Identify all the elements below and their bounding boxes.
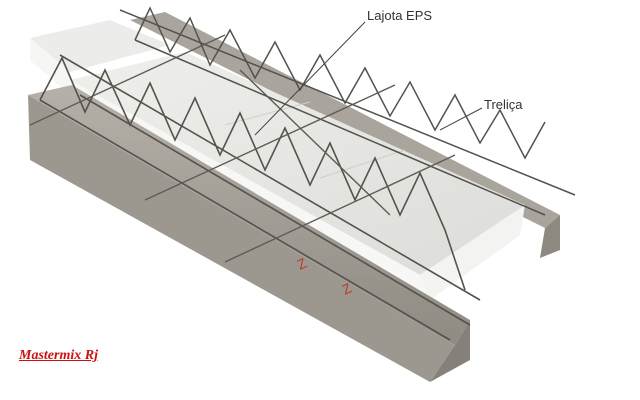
label-trelica: Treliça bbox=[484, 97, 523, 112]
leader-line-eps bbox=[254, 21, 366, 136]
truss-rear bbox=[119, 6, 576, 216]
watermark-logo: Mastermix Rj bbox=[19, 348, 98, 363]
cross-rebars bbox=[29, 34, 456, 263]
leader-line-trelica bbox=[439, 107, 483, 131]
label-lajota-eps: Lajota EPS bbox=[367, 8, 433, 23]
front-concrete-beam: Z Z bbox=[28, 85, 470, 382]
truss-front bbox=[39, 54, 481, 341]
eps-block-rear bbox=[30, 20, 170, 95]
